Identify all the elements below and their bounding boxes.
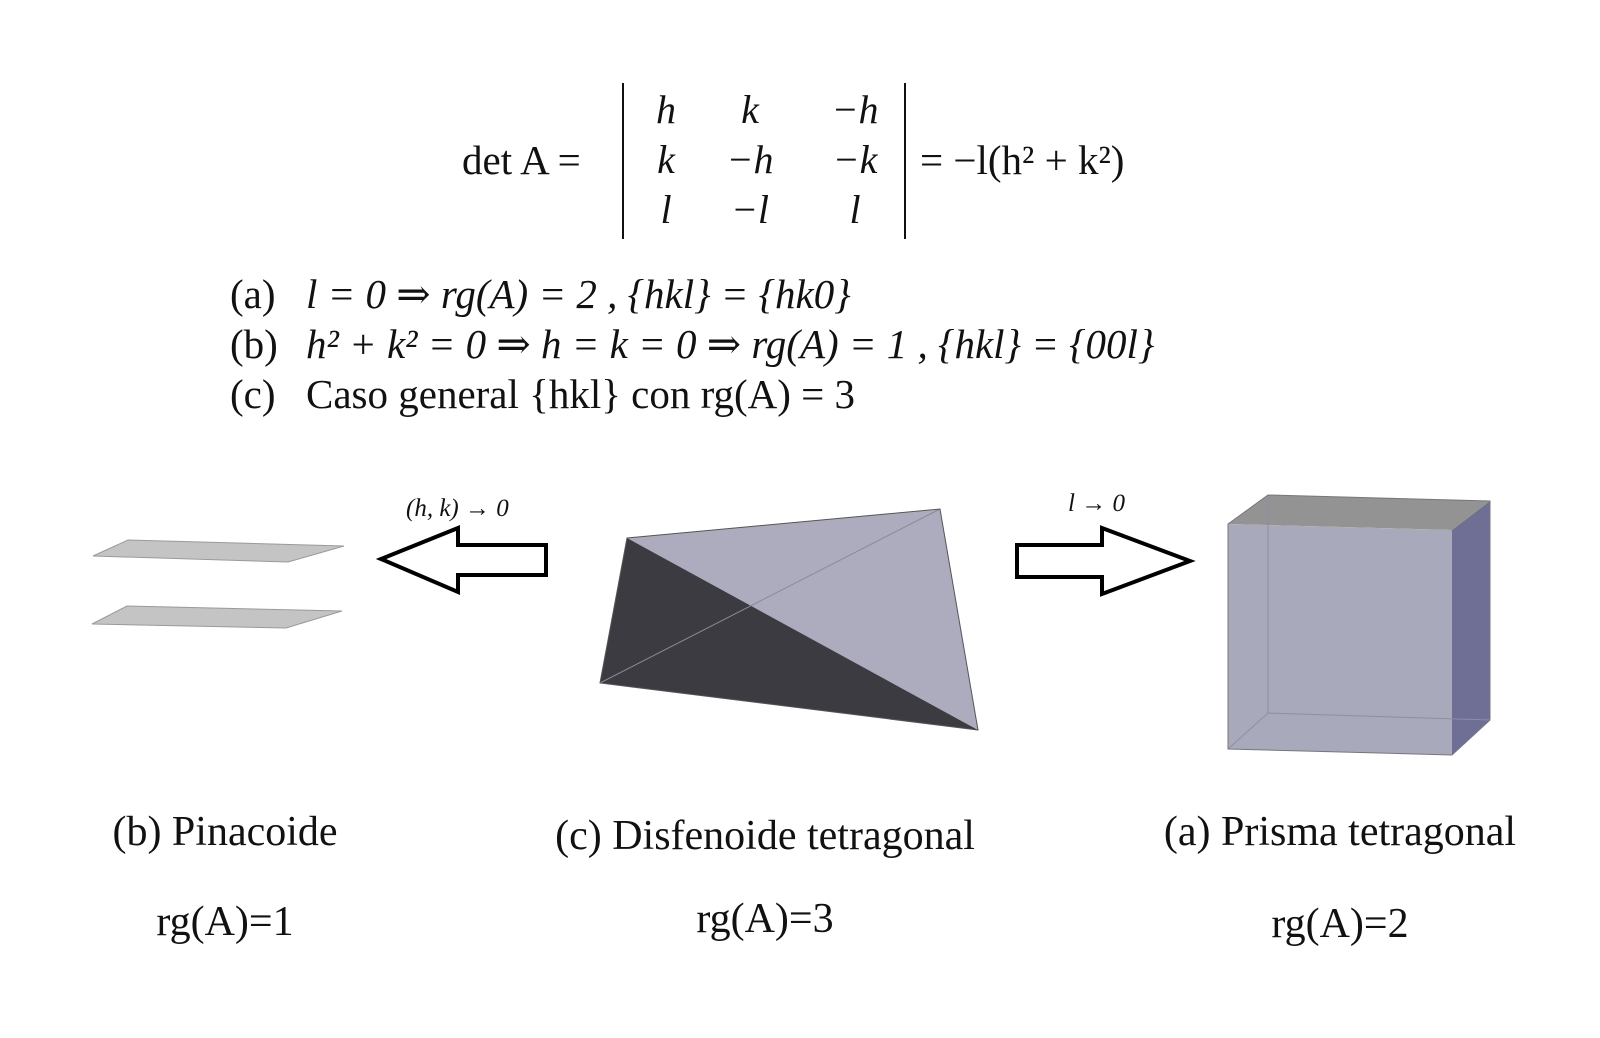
case-text: Caso general {hkl} con rg(A) = 3 <box>306 371 856 417</box>
prism-face-side <box>1452 501 1490 755</box>
determinant-bar-left <box>622 83 624 239</box>
prism-hidden-edge <box>1227 712 1269 750</box>
caption-pinacoid: (b) Pinacoide <box>112 809 338 855</box>
case-b: (b) h² + k² = 0 ⇒ h = k = 0 ⇒ rg(A) = 1 ,… <box>230 320 1154 368</box>
matrix-cell: h <box>656 87 676 132</box>
pinacoid-plane-bottom <box>91 605 343 629</box>
matrix-cell: −k <box>832 137 878 182</box>
caption-disphenoid: (c) Disfenoide tetragonal <box>555 813 975 859</box>
rank-prism: rg(A)=2 <box>1271 901 1409 947</box>
matrix-cell: l <box>849 187 861 232</box>
left-arrow-icon <box>375 525 548 596</box>
case-c: (c) Caso general {hkl} con rg(A) = 3 <box>230 370 855 418</box>
right-arrow-icon <box>1015 525 1196 597</box>
prism-face-top <box>1228 495 1490 530</box>
case-text: l = 0 ⇒ rg(A) = 2 , {hkl} = {hk0} <box>306 271 851 317</box>
matrix-cell: k <box>741 87 759 132</box>
case-text: h² + k² = 0 ⇒ h = k = 0 ⇒ rg(A) = 1 , {h… <box>306 321 1155 367</box>
rank-pinacoid: rg(A)=1 <box>156 899 294 945</box>
matrix-cell: −l <box>730 187 770 232</box>
rank-disphenoid: rg(A)=3 <box>696 896 834 942</box>
matrix-cell: k <box>657 137 675 182</box>
left-arrow-label: (h, k) → 0 <box>406 495 509 522</box>
disphenoid-hidden-edge <box>599 508 941 684</box>
prism-hidden-edge <box>1267 712 1491 721</box>
disphenoid-face-dark <box>600 538 978 730</box>
disphenoid-outline <box>599 508 979 731</box>
prism-outline <box>1227 494 1491 756</box>
matrix-cell: −h <box>831 87 879 132</box>
case-label: (b) <box>230 321 278 367</box>
prism-face-front <box>1228 524 1452 755</box>
pinacoid-plane-top <box>92 539 345 563</box>
right-arrow-label: l → 0 <box>1068 490 1125 517</box>
matrix-cell: l <box>660 187 672 232</box>
caption-prism: (a) Prisma tetragonal <box>1163 809 1517 855</box>
case-label: (c) <box>230 371 276 417</box>
determinant-bar-right <box>904 83 906 239</box>
matrix-cell: −h <box>726 137 774 182</box>
determinant-rhs: = −l(h² + k²) <box>920 137 1125 183</box>
disphenoid-face-light <box>627 509 978 730</box>
case-label: (a) <box>230 271 276 317</box>
determinant-lhs: det A = <box>462 137 581 183</box>
case-a: (a) l = 0 ⇒ rg(A) = 2 , {hkl} = {hk0} <box>230 270 851 318</box>
